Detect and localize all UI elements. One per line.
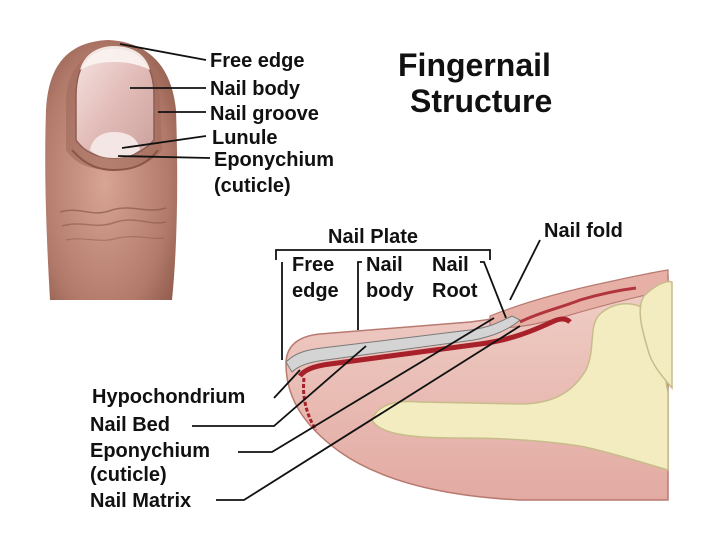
label-nail-body: Nail body xyxy=(210,78,301,100)
bracket-body-left xyxy=(357,261,362,330)
label-nail-plate: Nail Plate xyxy=(328,226,419,248)
label-nail-body-section-2: body xyxy=(366,280,414,302)
bracket-top xyxy=(275,249,491,260)
label-nail-fold: Nail fold xyxy=(544,220,623,242)
title-line-2: Structure xyxy=(410,83,553,119)
label-eponychium-top: Eponychium xyxy=(214,149,335,171)
label-cuticle-section: (cuticle) xyxy=(90,464,167,486)
matrix-fold-curve xyxy=(519,286,637,324)
leader-nail-bed xyxy=(192,345,367,427)
label-nail-matrix: Nail Matrix xyxy=(90,490,192,512)
nail-plate-bracket xyxy=(275,249,507,360)
free-edge-shape xyxy=(80,46,150,70)
label-nail-root-1: Nail xyxy=(432,254,469,276)
leader-eponychium xyxy=(238,317,495,453)
label-cuticle-top: (cuticle) xyxy=(214,175,291,197)
leader-lunule xyxy=(121,135,207,149)
label-free-edge-section-1: Free xyxy=(292,254,335,276)
label-nail-bed: Nail Bed xyxy=(90,414,171,436)
label-nail-body-section-1: Nail xyxy=(366,254,403,276)
label-free-edge-section-2: edge xyxy=(292,280,339,302)
label-nail-root-2: Root xyxy=(432,280,478,302)
nail-plate-shape xyxy=(285,315,521,373)
finger-leader-lines xyxy=(117,43,211,159)
section-leader-lines xyxy=(192,239,541,501)
label-free-edge: Free edge xyxy=(210,50,305,72)
leader-nail-matrix xyxy=(216,325,521,501)
bracket-root-right xyxy=(480,261,507,319)
middle-phalanx-bone xyxy=(639,280,673,391)
label-hypochondrium: Hypochondrium xyxy=(92,386,246,408)
nail-matrix-line xyxy=(297,316,572,378)
leader-eponychium xyxy=(117,155,211,159)
title-line-1: Fingernail xyxy=(398,47,551,83)
cuticle-fold xyxy=(71,149,159,172)
leader-hypochondrium xyxy=(273,369,301,399)
leader-free-edge xyxy=(119,43,207,61)
label-nail-groove: Nail groove xyxy=(210,103,319,125)
label-eponychium-section: Eponychium xyxy=(90,440,211,462)
label-lunule: Lunule xyxy=(212,127,278,149)
lunule-shape xyxy=(90,132,140,158)
knuckle-wrinkle-3 xyxy=(65,235,165,241)
finger-illustration xyxy=(45,40,178,300)
leader-nail-fold xyxy=(509,239,541,301)
cross-section-illustration xyxy=(285,269,673,501)
knuckle-wrinkle-1 xyxy=(59,207,167,214)
knuckle-wrinkle-2 xyxy=(61,219,167,227)
